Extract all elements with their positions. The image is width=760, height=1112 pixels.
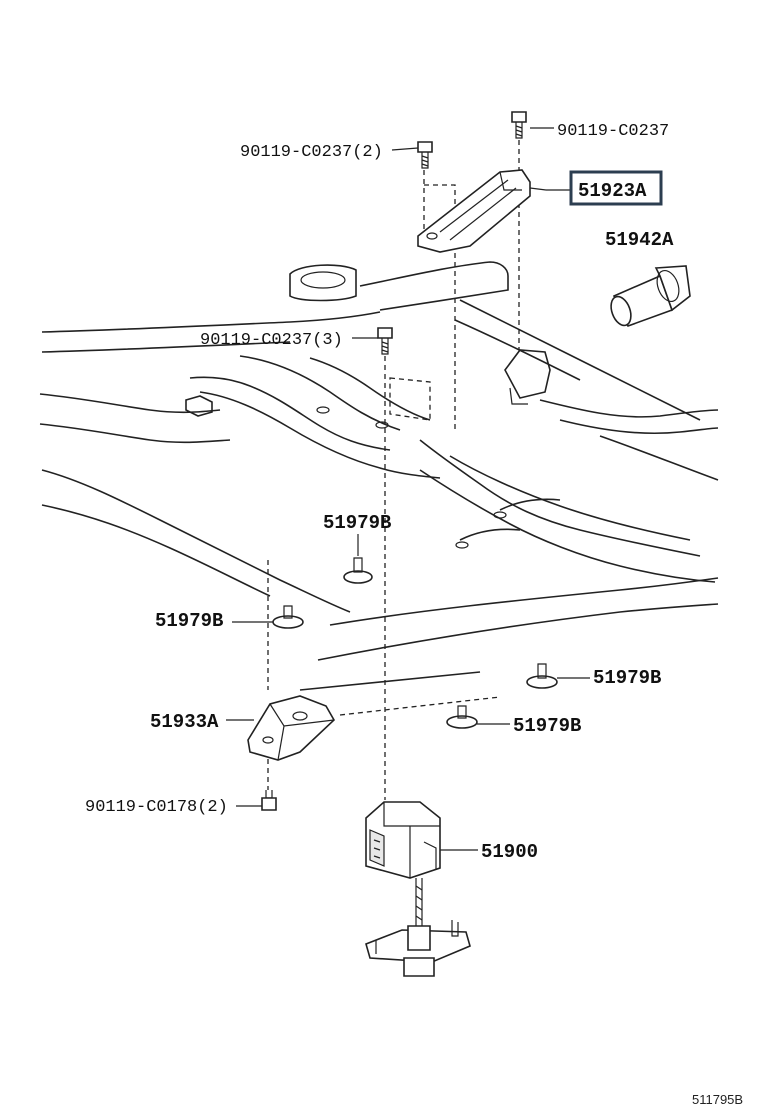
cushion-51979b-right-lower: [446, 705, 478, 729]
bolt-90119-c0178: [261, 790, 277, 811]
part-51923a-bracket: [417, 169, 547, 253]
highlight-box-51923a: [569, 170, 663, 206]
part-51933a-bracket: [247, 695, 336, 761]
cushion-51979b-center: [343, 557, 373, 584]
label-51979b-center[interactable]: 51979B: [323, 512, 391, 534]
leader-lines: [226, 127, 590, 851]
label-90119-c0237-top[interactable]: 90119-C0237: [557, 122, 669, 141]
label-51979b-right-lower[interactable]: 51979B: [513, 715, 581, 737]
part-51942a-sleeve: [610, 265, 691, 328]
label-51942a[interactable]: 51942A: [605, 229, 674, 251]
assembly-guide-lines: [267, 140, 520, 800]
label-90119-c0237-3[interactable]: 90119-C0237(3): [200, 331, 343, 350]
cushion-51979b-right-upper: [526, 663, 558, 689]
label-51979b-left[interactable]: 51979B: [155, 610, 223, 632]
vehicle-frame: [39, 261, 719, 691]
label-51900[interactable]: 51900: [481, 841, 538, 863]
label-90119-c0178-2[interactable]: 90119-C0178(2): [85, 798, 228, 817]
bolt-90119-c0237-center: [377, 327, 393, 355]
figure-code: 511795B: [692, 1092, 743, 1107]
cushion-51979b-left: [272, 605, 304, 629]
part-51900-hoist: [365, 801, 471, 977]
bolt-90119-c0237-upper-right: [511, 111, 527, 139]
label-51979b-right-upper[interactable]: 51979B: [593, 667, 661, 689]
label-51933a[interactable]: 51933A: [150, 711, 219, 733]
label-51923a[interactable]: 51923A: [578, 180, 647, 202]
label-90119-c0237-2[interactable]: 90119-C0237(2): [240, 143, 383, 162]
bolt-90119-c0237-upper-left: [417, 141, 433, 169]
